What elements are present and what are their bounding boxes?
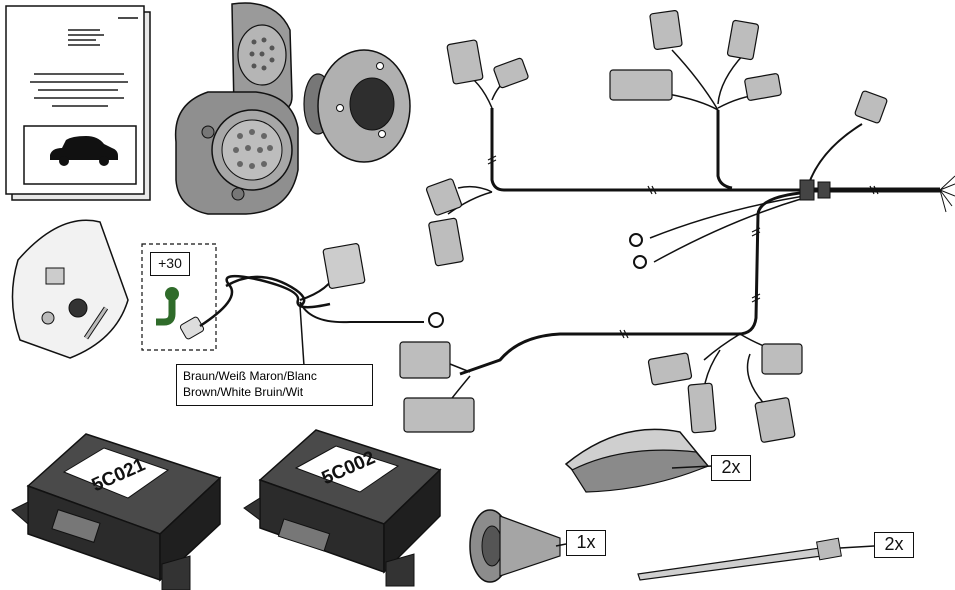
control-module-icon [243, 429, 442, 587]
wire-color-line-2: Brown/White Bruin/Wit [183, 385, 304, 399]
grommet-icon [469, 509, 567, 583]
socket-icon [174, 2, 299, 215]
ground-wire-icon [199, 243, 444, 367]
grommet-quantity: 1x [566, 530, 606, 556]
hardware-bag-icon [11, 219, 129, 359]
tape-quantity: 2x [711, 455, 751, 481]
connector-icon [399, 10, 888, 443]
instruction-manual-icon [5, 5, 151, 201]
wiring-harness-icon [429, 49, 955, 415]
terminal-30-box [141, 243, 217, 351]
terminal-30-label: +30 [150, 252, 190, 276]
seal-icon [303, 49, 411, 163]
car-icon [50, 136, 118, 166]
ring-terminal-icon [629, 233, 647, 269]
terminal-30-symbol [156, 296, 176, 326]
control-module-icon [11, 433, 222, 590]
wire-color-line-1: Braun/Weiß Maron/Blanc [183, 369, 317, 383]
cable-tie-icon [637, 537, 875, 581]
wire-color-label: Braun/Weiß Maron/Blanc Brown/White Bruin… [176, 364, 373, 406]
tape-icon [564, 428, 713, 493]
cable-tie-quantity: 2x [874, 532, 914, 558]
